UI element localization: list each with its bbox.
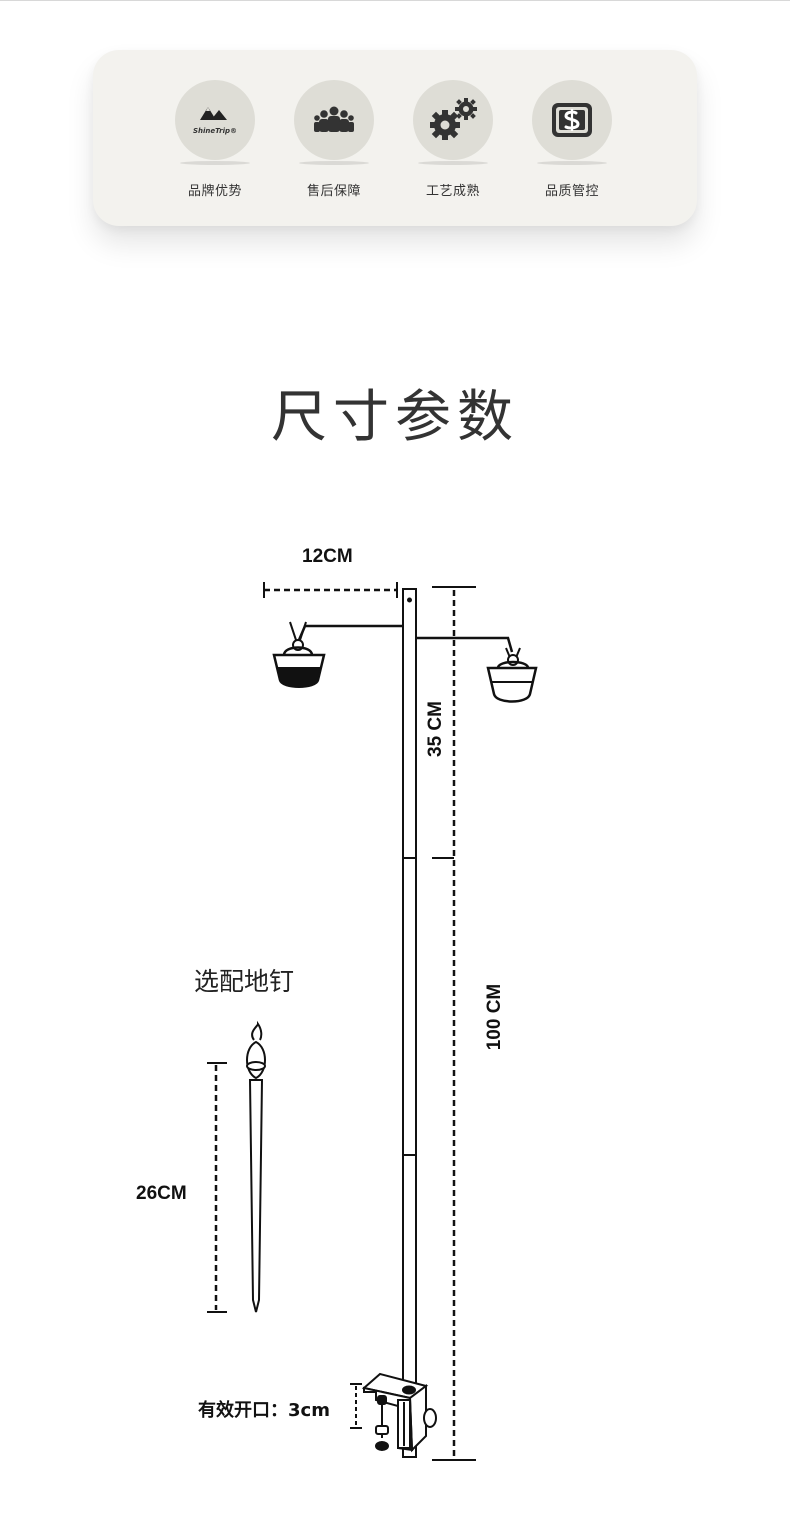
badge-label: 品质管控 [544,184,599,199]
badge-quality: 品质管控 [517,80,627,199]
upper-height-label: 35 CM [425,701,446,757]
people-group-icon [314,106,354,132]
pole-diagram [207,582,538,1461]
badge-card: ShineTrip® 品牌优势 售后保障 [93,50,697,226]
right-lantern-icon [486,647,538,703]
shinetrip-logo-icon [200,107,227,120]
service-circle [294,80,374,160]
left-lantern-icon [272,621,326,688]
badge-brand: ShineTrip® 品牌优势 [160,80,270,199]
stake-length-label: 26CM [136,1183,187,1204]
badge-label: 工艺成熟 [425,184,480,199]
craft-circle [413,80,493,160]
badge-service: 售后保障 [279,80,389,199]
total-height-label: 100 CM [484,983,505,1051]
opening-label: 有效开口：3cm [198,1400,330,1421]
ground-stake-icon [246,1020,266,1313]
right-arm [416,636,514,653]
badge-craft: 工艺成熟 [398,80,508,199]
badge-label: 售后保障 [306,184,361,199]
badge-shadow [299,161,369,165]
top-divider [0,0,790,1]
badge-shadow [537,161,607,165]
badge-shadow [180,161,250,165]
dollar-sign-icon [552,103,592,137]
table-clamp-icon [361,1372,437,1453]
stake-title: 选配地钉 [194,967,295,996]
badge-label: 品牌优势 [187,184,242,199]
quality-circle [532,80,612,160]
section-title: 尺寸参数 [271,385,519,450]
left-arm [297,624,403,641]
arm-width-label: 12CM [302,546,353,567]
brand-logo-text: ShineTrip® [192,127,238,135]
brand-circle: ShineTrip® [175,80,255,160]
main-pole [402,588,417,1458]
badge-shadow [418,161,488,165]
gears-icon [430,98,477,140]
